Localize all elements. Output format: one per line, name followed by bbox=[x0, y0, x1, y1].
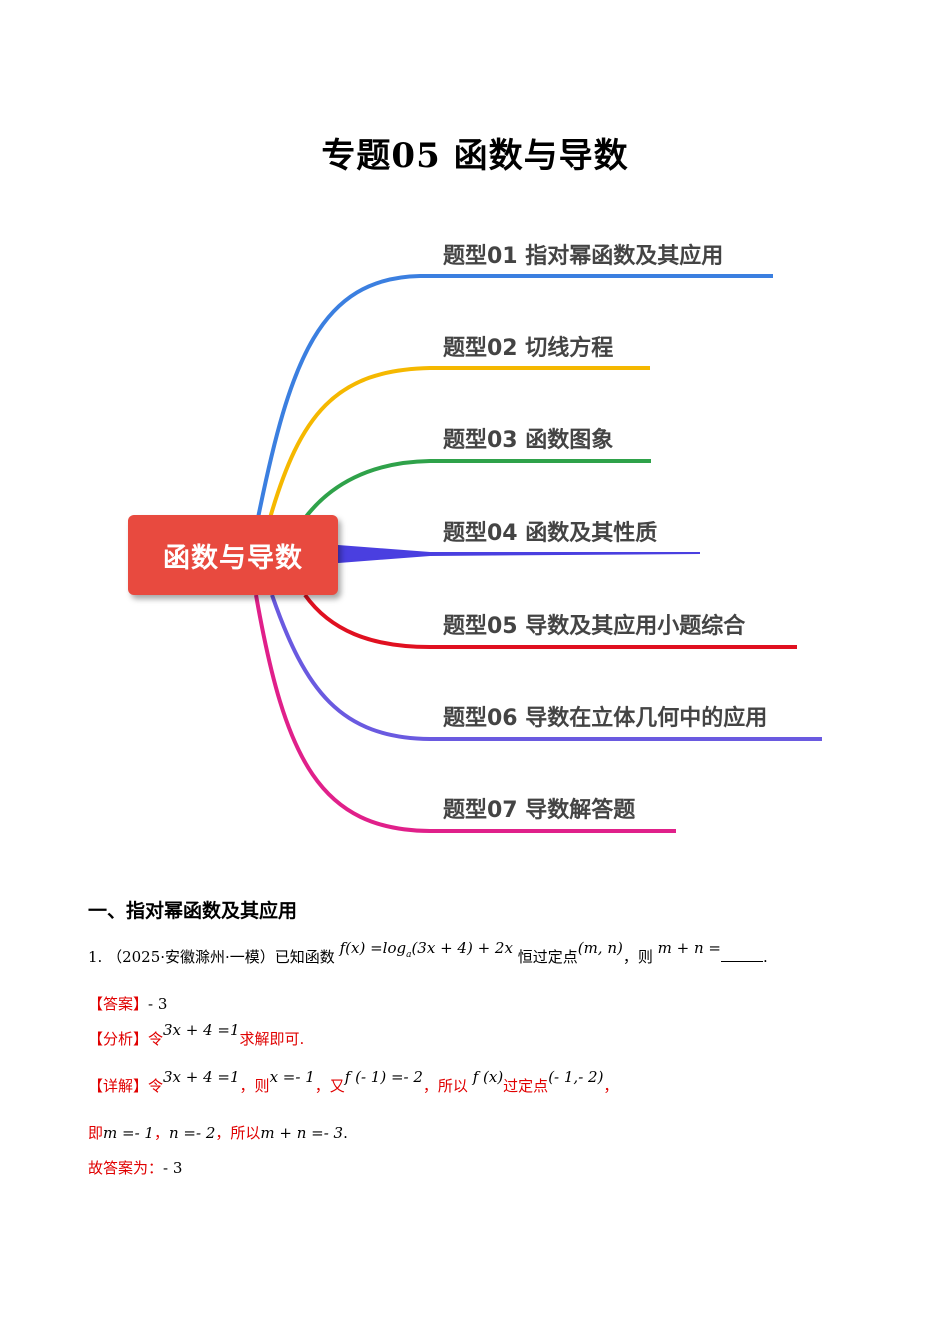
problem-end: . bbox=[762, 948, 768, 966]
detail2-eq-3: m + n =- 3 bbox=[260, 1124, 344, 1142]
detail-eq-1: 3x + 4 =1 bbox=[163, 1068, 240, 1086]
problem-point: (m, n) bbox=[577, 939, 623, 957]
final-value: - 3 bbox=[163, 1159, 183, 1177]
branch-label-7: 题型07 导数解答题 bbox=[443, 798, 636, 823]
problem-then: ，则 bbox=[622, 948, 653, 966]
branch-label-4: 题型04 函数及其性质 bbox=[443, 521, 658, 546]
analysis-label: 【分析】令 bbox=[88, 1030, 164, 1048]
branch-line-5 bbox=[303, 593, 797, 649]
detail2-text-1: 即 bbox=[88, 1124, 104, 1142]
detail-text-3: ，所以 bbox=[422, 1077, 468, 1095]
answer-value: - 3 bbox=[148, 995, 168, 1013]
branch-line-6 bbox=[270, 594, 822, 741]
answer-blank bbox=[720, 947, 763, 962]
detail-line-1: 【详解】令3x + 4 =1，则x =- 1，又f (- 1) =- 2，所以 … bbox=[88, 1068, 619, 1096]
branch-line-1 bbox=[256, 274, 773, 519]
problem-line: 1. （2025·安徽滁州·一模）已知函数 f(x) =loga(3x + 4)… bbox=[88, 939, 768, 969]
mind-map: 函数与导数 题型01 指对幂函数及其应用 题型02 切线方程 题型03 函数图象… bbox=[0, 200, 950, 860]
detail2-eq-2: n =- 2 bbox=[168, 1124, 216, 1142]
analysis-equation: 3x + 4 =1 bbox=[163, 1021, 240, 1039]
branch-label-6: 题型06 导数在立体几何中的应用 bbox=[443, 706, 768, 731]
analysis-line: 【分析】令3x + 4 =1求解即可. bbox=[88, 1021, 305, 1049]
branch-line-2 bbox=[268, 366, 650, 519]
branch-label-5: 题型05 导数及其应用小题综合 bbox=[443, 614, 746, 639]
detail-text-2: ，又 bbox=[314, 1077, 345, 1095]
answer-line: 【答案】- 3 bbox=[88, 993, 167, 1014]
detail2-text-3: ，所以 bbox=[215, 1124, 261, 1142]
problem-number: 1. bbox=[88, 948, 103, 966]
detail2-end: . bbox=[343, 1124, 348, 1142]
final-line: 故答案为：- 3 bbox=[88, 1157, 182, 1178]
detail-eq-3: f (- 1) =- 2 bbox=[344, 1068, 423, 1086]
final-label: 故答案为： bbox=[88, 1159, 164, 1177]
branch-line-7 bbox=[254, 594, 676, 833]
problem-source: （2025·安徽滁州·一模）已知函数 bbox=[107, 948, 335, 966]
detail-eq-4: f (x) bbox=[472, 1068, 504, 1086]
branch-label-1: 题型01 指对幂函数及其应用 bbox=[443, 244, 724, 269]
problem-mid: 恒过定点 bbox=[517, 948, 578, 966]
branch-line-4 bbox=[337, 544, 701, 564]
problem-function: f(x) =loga(3x + 4) + 2x bbox=[339, 939, 513, 960]
analysis-text: 求解即可. bbox=[239, 1030, 305, 1048]
branch-label-3: 题型03 函数图象 bbox=[443, 428, 614, 453]
detail2-eq-1: m =- 1 bbox=[103, 1124, 154, 1142]
answer-label: 【答案】 bbox=[88, 995, 149, 1013]
branch-label-2: 题型02 切线方程 bbox=[443, 336, 614, 361]
detail-line-2: 即m =- 1，n =- 2，所以m + n =- 3. bbox=[88, 1122, 348, 1143]
detail2-text-2: ， bbox=[153, 1124, 169, 1142]
detail-eq-5: (- 1,- 2) bbox=[548, 1068, 604, 1086]
detail-label: 【详解】令 bbox=[88, 1077, 164, 1095]
page-title: 专题05 函数与导数 bbox=[321, 136, 629, 176]
detail-text-1: ，则 bbox=[239, 1077, 270, 1095]
detail-text-5: ， bbox=[603, 1077, 619, 1095]
detail-eq-2: x =- 1 bbox=[269, 1068, 315, 1086]
branch-line-3 bbox=[303, 459, 651, 520]
mind-map-center: 函数与导数 bbox=[128, 515, 338, 595]
problem-ask: m + n = bbox=[657, 939, 721, 957]
section-heading: 一、指对幂函数及其应用 bbox=[88, 900, 298, 922]
detail-text-4: 过定点 bbox=[503, 1077, 549, 1095]
mind-map-branches bbox=[254, 274, 822, 833]
